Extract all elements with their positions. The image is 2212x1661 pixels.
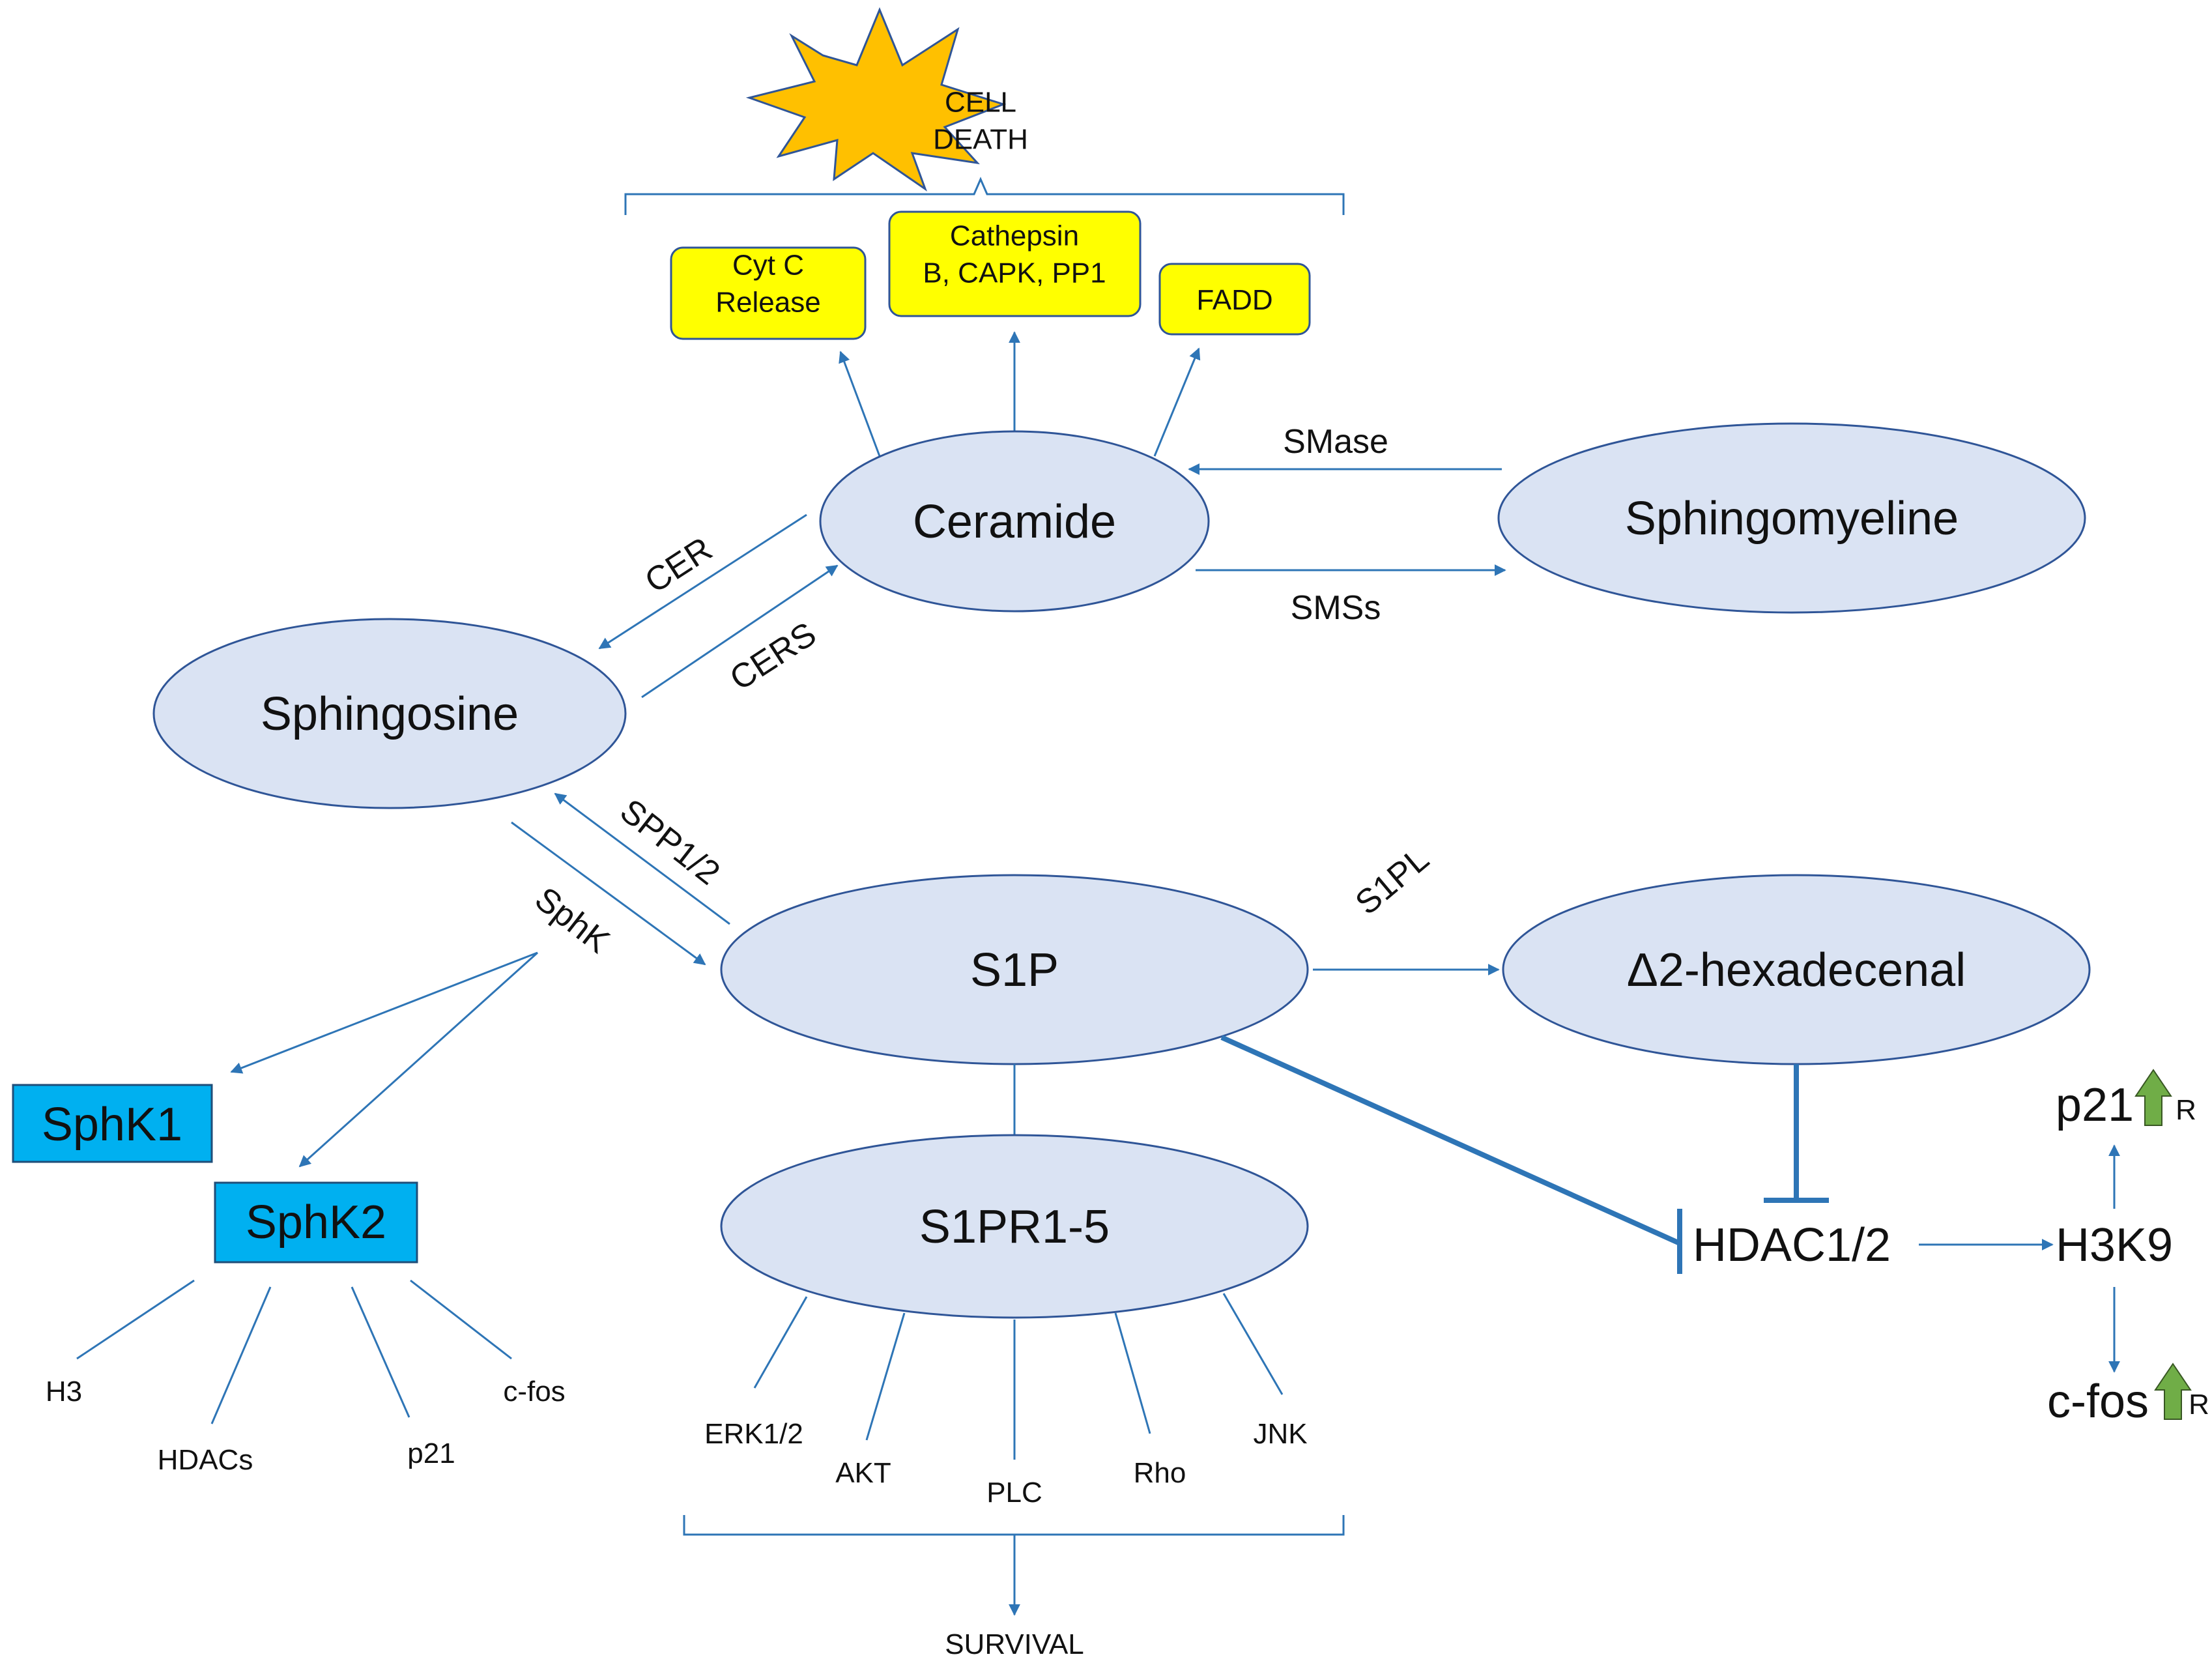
- link-s1pr-akt: [865, 1312, 906, 1441]
- hexadecenal-node: Δ2-hexadecenal: [1502, 874, 2091, 1065]
- s1pr-target-erk: ERK1/2: [704, 1418, 803, 1450]
- sphingomyeline-label: Sphingomyeline: [1625, 493, 1959, 545]
- s1p-node: S1P: [720, 874, 1309, 1065]
- hdac-label: HDAC1/2: [1693, 1219, 1891, 1271]
- inhibit-s1p-hdac: [1220, 1035, 1681, 1246]
- s1pr-target-jnk: JNK: [1253, 1418, 1307, 1450]
- cfos-up-marker: R: [2189, 1389, 2209, 1421]
- s1pr-target-rho: Rho: [1134, 1457, 1186, 1489]
- arrow-cers: [641, 564, 839, 699]
- smase-label: SMase: [1283, 423, 1388, 461]
- cell-death-brace: [624, 177, 1345, 215]
- link-s1pr-erk: [753, 1296, 808, 1389]
- ceramide-node: Ceramide: [819, 430, 1210, 613]
- s1pr-label: S1PR1-5: [919, 1201, 1110, 1253]
- sphingomyeline-node: Sphingomyeline: [1497, 422, 2086, 614]
- sphingosine-label: Sphingosine: [261, 688, 519, 740]
- sphk2-target-h3: H3: [46, 1376, 82, 1408]
- s1pr-node: S1PR1-5: [720, 1134, 1309, 1319]
- cer-label: CER: [639, 530, 719, 600]
- sphk2-target-p21: p21: [407, 1437, 455, 1469]
- link-sphk2-p21: [351, 1286, 410, 1418]
- p21-up-arrow-icon: [2134, 1069, 2172, 1126]
- sphingosine-node: Sphingosine: [152, 618, 627, 809]
- arrow-to-sphk1: [230, 951, 538, 1074]
- arrow-sphk: [511, 821, 706, 966]
- sphk-label: SphK: [528, 880, 616, 960]
- hexadecenal-label: Δ2-hexadecenal: [1627, 944, 1966, 996]
- smss-label: SMSs: [1291, 589, 1381, 627]
- cfos-up-arrow-icon: [2154, 1363, 2192, 1420]
- arrow-cer: [598, 513, 807, 650]
- sphk2-box: SphK2: [214, 1181, 418, 1264]
- s1p-label: S1P: [970, 944, 1059, 996]
- s1pr-target-akt: AKT: [835, 1457, 891, 1489]
- ceramide-label: Ceramide: [913, 496, 1116, 548]
- sphk1-box: SphK1: [12, 1084, 213, 1163]
- cfos-label: c-fos: [2047, 1376, 2149, 1428]
- fadd-label: FADD: [1196, 284, 1272, 316]
- sphk2-target-hdacs: HDACs: [158, 1444, 253, 1476]
- sphk2-label: SphK2: [246, 1196, 386, 1249]
- link-sphk2-cfos: [410, 1279, 512, 1360]
- p21-label: p21: [2056, 1079, 2134, 1131]
- h3k9-label: H3K9: [2056, 1219, 2173, 1271]
- s1pr-target-plc: PLC: [986, 1477, 1042, 1509]
- sphk2-target-cfos: c-fos: [503, 1376, 565, 1408]
- fadd-box: FADD: [1158, 263, 1311, 336]
- cers-label: CERS: [723, 615, 823, 698]
- arrow-ceramide-to-cytc: [839, 351, 881, 457]
- link-sphk2-h3: [76, 1279, 195, 1360]
- p21-up-marker: R: [2176, 1094, 2196, 1126]
- s1pl-label: S1PL: [1349, 840, 1437, 922]
- arrow-ceramide-to-fadd: [1153, 347, 1201, 457]
- link-s1pr-rho: [1114, 1312, 1151, 1434]
- link-sphk2-hdacs: [210, 1286, 272, 1424]
- survival-label: SURVIVAL: [945, 1628, 1084, 1660]
- spp-label: SPP1/2: [613, 792, 727, 892]
- sphk1-label: SphK1: [42, 1099, 182, 1151]
- survival-brace: [683, 1515, 1345, 1536]
- arrow-to-sphk2: [298, 951, 539, 1168]
- arrow-spp: [554, 792, 730, 925]
- link-s1pr-jnk: [1222, 1293, 1284, 1395]
